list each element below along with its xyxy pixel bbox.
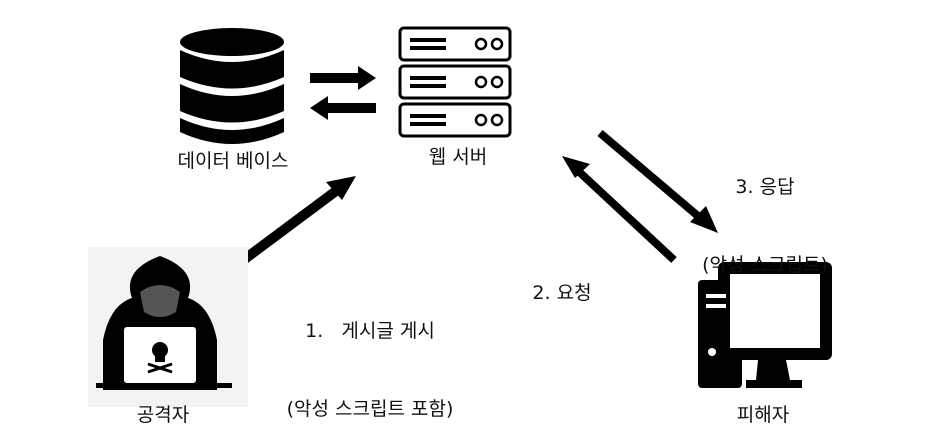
- db-server-arrows: [310, 66, 376, 120]
- victim-label: 피해자: [736, 404, 790, 426]
- step3-label: 3. 응답 (악성 스크립트): [680, 122, 850, 304]
- step3-title: 3. 응답: [735, 176, 795, 198]
- webserver-label: 웹 서버: [428, 146, 488, 168]
- step2-title: 2. 요청: [532, 282, 592, 304]
- step2-label: 2. 요청: [522, 228, 602, 332]
- arrow-step1: [227, 176, 356, 275]
- arrow-to-server: [310, 66, 376, 90]
- database-icon: [180, 28, 284, 144]
- server-rack-icon: [398, 26, 512, 138]
- arrow-to-database: [310, 96, 376, 120]
- attacker-label: 공격자: [136, 404, 190, 426]
- arrow-step2: [562, 156, 677, 263]
- hacker-icon: [88, 247, 248, 407]
- step1-note: (악성 스크립트 포함): [286, 398, 454, 420]
- desktop-computer-icon: [698, 262, 832, 388]
- arrow-step3: [597, 129, 718, 233]
- database-label: 데이터 베이스: [177, 150, 289, 172]
- step3-note: (악성 스크립트): [702, 254, 828, 276]
- step1-label: 1. 게시글 게시 (악성 스크립트 포함): [250, 266, 490, 448]
- step1-title: 1. 게시글 게시: [305, 320, 435, 342]
